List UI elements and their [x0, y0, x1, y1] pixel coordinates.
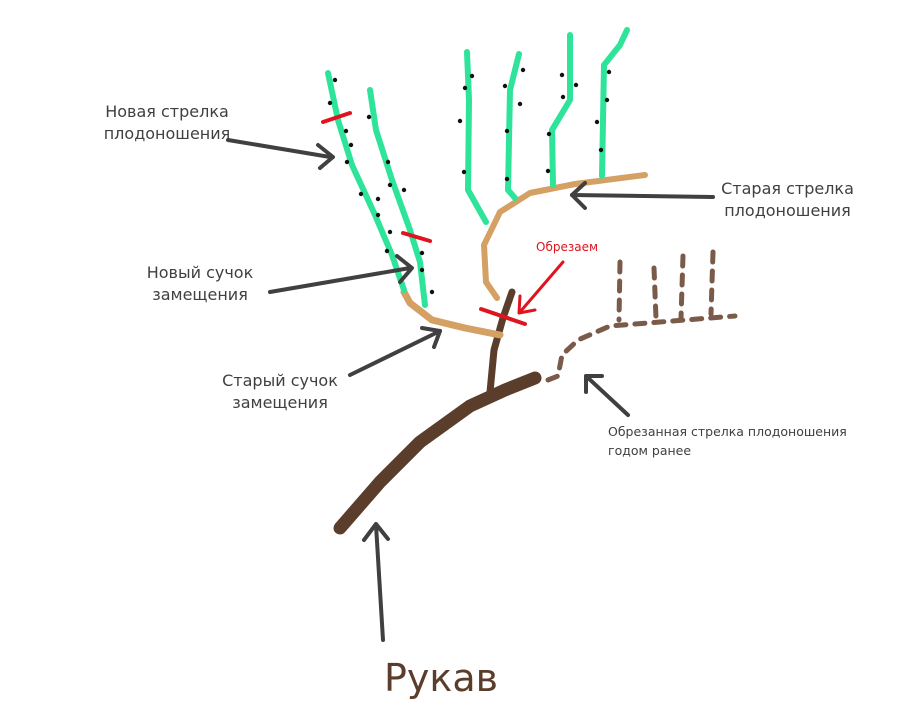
arrow-old-cane — [570, 193, 715, 199]
bud-dot — [559, 72, 565, 78]
label-cut-here: Обрезаем — [536, 240, 599, 254]
label-new-fruiting-cane: Новая стрелка плодоношения — [82, 101, 252, 145]
cut-mark — [401, 231, 432, 243]
pruned-cane — [545, 249, 738, 383]
bud-dot — [517, 101, 523, 107]
shoot-3 — [549, 32, 573, 188]
label-line: Старый сучок — [222, 371, 338, 390]
label-line: Обрезанная стрелка плодоношения — [608, 424, 847, 439]
bud-dot — [327, 100, 333, 106]
arrow-cut — [518, 260, 565, 314]
bud-dot — [606, 69, 612, 75]
label-line: Старая стрелка — [721, 179, 854, 198]
bud-dot — [385, 159, 391, 165]
bud-dot — [419, 250, 425, 256]
label-old-renewal-spur: Старый сучок замещения — [205, 370, 355, 414]
bud-dot — [344, 159, 350, 165]
label-line: Новый сучок — [146, 263, 254, 282]
bud-dot — [504, 176, 510, 182]
bud-dot — [348, 142, 354, 148]
label-line: годом ранее — [608, 443, 692, 458]
bud-dot — [343, 128, 349, 134]
bud-dot — [469, 73, 475, 79]
label-cordon: Рукав — [384, 656, 499, 700]
bud-dot — [504, 128, 510, 134]
label-line: плодоношения — [103, 124, 231, 143]
arrow-cordon — [374, 523, 385, 642]
arrow-old-spur — [348, 329, 442, 377]
bud-dot — [358, 191, 364, 197]
bud-dot — [546, 131, 552, 137]
buds — [327, 67, 612, 295]
bud-dot — [387, 229, 393, 235]
bud-dot — [366, 114, 372, 120]
bud-dot — [375, 196, 381, 202]
cut-mark — [479, 307, 527, 326]
old-renewal-spur — [400, 288, 504, 339]
bud-dot — [594, 119, 600, 125]
bud-dot — [332, 77, 338, 83]
cordon — [333, 371, 542, 535]
label-pruned-cane: Обрезанная стрелка плодоношения годом ра… — [608, 422, 847, 460]
cut-mark — [321, 111, 352, 124]
label-line: замещения — [152, 285, 248, 304]
label-new-renewal-spur: Новый сучок замещения — [130, 262, 270, 306]
bud-dot — [462, 85, 468, 91]
label-line: Новая стрелка — [105, 102, 229, 121]
arrow-new-spur — [268, 266, 412, 294]
spur-stub — [486, 288, 516, 396]
bud-dot — [598, 147, 604, 153]
bud-dot — [387, 182, 393, 188]
bud-dot — [545, 168, 551, 174]
label-line: замещения — [232, 393, 328, 412]
label-line: плодоношения — [724, 201, 851, 220]
arrow-pruned-cane — [584, 374, 630, 417]
bud-dot — [429, 289, 435, 295]
bud-dot — [384, 248, 390, 254]
bud-dot — [461, 169, 467, 175]
shoot-new-cane — [325, 70, 407, 293]
bud-dot — [520, 67, 526, 73]
old-fruiting-cane — [481, 172, 648, 301]
bud-dot — [419, 267, 425, 273]
bud-dot — [401, 187, 407, 193]
shoot-4 — [599, 27, 630, 179]
bud-dot — [502, 83, 508, 89]
bud-dot — [457, 118, 463, 124]
bud-dot — [604, 97, 610, 103]
bud-dot — [560, 94, 566, 100]
shoot-1 — [464, 49, 489, 225]
bud-dot — [375, 212, 381, 218]
bud-dot — [573, 82, 579, 88]
label-old-fruiting-cane: Старая стрелка плодоношения — [705, 178, 870, 222]
shoot-2 — [505, 51, 522, 201]
arrow-new-cane — [226, 138, 332, 159]
